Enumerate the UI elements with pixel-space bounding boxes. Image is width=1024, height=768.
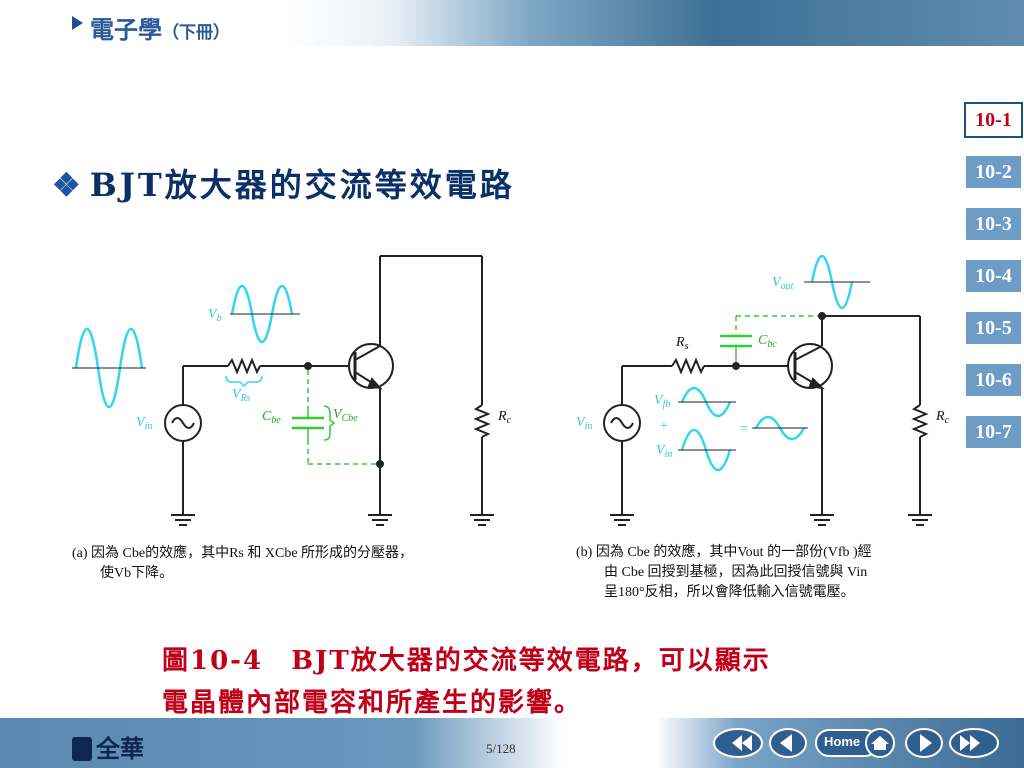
- publisher-logo-text: 全華: [96, 735, 144, 763]
- resistor-rc-b: [911, 404, 929, 438]
- home-button-label: Home: [824, 734, 861, 749]
- vcbe-label-a: VCbe: [333, 407, 358, 424]
- diamond-bullet-icon: ❖: [52, 166, 84, 204]
- vin-label-b: Vin: [576, 415, 592, 432]
- tab-10-3[interactable]: 10-3: [966, 208, 1021, 240]
- cbe-capacitor-a: [292, 408, 324, 440]
- equals-label-b: =: [740, 422, 748, 437]
- next-slide-button[interactable]: [904, 727, 944, 759]
- transistor-a: [348, 343, 394, 389]
- caption-a: (a) 因為 Cbe的效應，其中Rs 和 XCbe 所形成的分壓器， 使Vb下降…: [72, 544, 492, 584]
- resistor-rs-b: [671, 357, 705, 375]
- caption-a-prefix: (a): [72, 546, 88, 561]
- rc-label-a: Rc: [497, 409, 512, 426]
- rc-label-b: Rc: [935, 409, 950, 426]
- circuit-b: [603, 255, 932, 526]
- plus-label-b: +: [660, 419, 668, 434]
- first-slide-button[interactable]: [712, 727, 764, 759]
- cbe-dashed-a: [307, 370, 380, 465]
- ground-symbols-a: [171, 514, 494, 526]
- slide-title-text: BJT放大器的交流等效電路: [89, 166, 515, 204]
- rs-label-b: Rs: [675, 335, 689, 352]
- publisher-logo-icon: [72, 737, 92, 761]
- caption-a-line2: 使Vb下降。: [100, 566, 174, 581]
- ac-source-b: [603, 404, 641, 442]
- resistor-rc-a: [473, 404, 491, 438]
- vout-label-b: Vout: [772, 275, 794, 292]
- header-bar: [0, 0, 1024, 46]
- transistor-b: [787, 343, 833, 389]
- vb-signal-wave-a: [230, 284, 294, 344]
- tab-10-4[interactable]: 10-4: [966, 260, 1021, 292]
- tab-10-5[interactable]: 10-5: [966, 312, 1021, 344]
- figure-caption: 圖10-4 BJT放大器的交流等效電路，可以顯示 電晶體內部電容和所產生的影響。: [162, 640, 771, 724]
- vout-signal-wave-b: [810, 255, 854, 309]
- tab-10-7[interactable]: 10-7: [966, 416, 1021, 448]
- vin-label-a: Vin: [136, 415, 152, 432]
- labels-a: Vb VRs Vin Cbe VCbe Rc: [136, 307, 512, 432]
- tab-10-2[interactable]: 10-2: [966, 156, 1021, 188]
- publisher-logo: 全華: [72, 729, 144, 764]
- figure-caption-line1: 圖10-4 BJT放大器的交流等效電路，可以顯示: [162, 646, 771, 676]
- cbe-label-a: Cbe: [262, 409, 281, 426]
- vin2-label-b: Vin: [656, 443, 672, 460]
- cbc-capacitor-b: [720, 334, 752, 362]
- caption-b-line1: (b) 因為 Cbe 的效應，其中Vout 的一部份(Vfb )經: [576, 543, 956, 563]
- cbc-label-b: Cbc: [758, 333, 777, 350]
- page-number: 5/128: [486, 741, 516, 756]
- figure-caption-line2: 電晶體內部電容和所產生的影響。: [162, 688, 583, 718]
- caption-b: (b) 因為 Cbe 的效應，其中Vout 的一部份(Vfb )經 由 Cbe …: [576, 543, 956, 603]
- book-subtitle: （下冊）: [162, 23, 230, 43]
- vrs-label-a: VRs: [232, 387, 251, 404]
- book-title: 電子學（下冊）: [90, 10, 230, 45]
- result-signal-wave-b: [754, 415, 806, 441]
- caption-b-text1: 因為 Cbe 的效應，其中Vout 的一部份(Vfb )經: [595, 545, 872, 560]
- home-button[interactable]: Home: [814, 727, 896, 759]
- vin-signal-wave-b: [680, 428, 732, 472]
- caption-b-line2: 由 Cbe 回授到基極，因為此回授信號與 Vin: [604, 565, 868, 580]
- input-signal-wave-a: [74, 328, 144, 408]
- slide-title: ❖BJT放大器的交流等效電路: [52, 160, 515, 206]
- ground-symbols-b: [610, 514, 932, 526]
- caption-b-line3: 呈180°反相，所以會降低輸入信號電壓。: [604, 585, 855, 600]
- vfb-label-b: Vfb: [654, 393, 670, 410]
- caption-a-text1: 因為 Cbe的效應，其中Rs 和 XCbe 所形成的分壓器，: [91, 546, 414, 561]
- tab-10-6[interactable]: 10-6: [966, 364, 1021, 396]
- play-arrow-icon: [72, 16, 83, 30]
- labels-b: Vout Rs Cbc Vfb + Vin = Vin Rc: [576, 275, 950, 460]
- vb-label-a: Vb: [208, 307, 222, 324]
- last-slide-button[interactable]: [948, 727, 1000, 759]
- vfb-signal-wave-b: [680, 386, 732, 418]
- circuit-a: [72, 255, 494, 526]
- caption-a-line1: (a) 因為 Cbe的效應，其中Rs 和 XCbe 所形成的分壓器，: [72, 544, 492, 564]
- ac-source-a: [164, 404, 202, 442]
- caption-b-prefix: (b): [576, 545, 593, 560]
- home-button-shape: [815, 728, 895, 758]
- tab-10-1[interactable]: 10-1: [964, 102, 1023, 138]
- book-title-text: 電子學: [90, 16, 162, 44]
- resistor-rs-a: [227, 357, 261, 375]
- previous-slide-button[interactable]: [768, 727, 808, 759]
